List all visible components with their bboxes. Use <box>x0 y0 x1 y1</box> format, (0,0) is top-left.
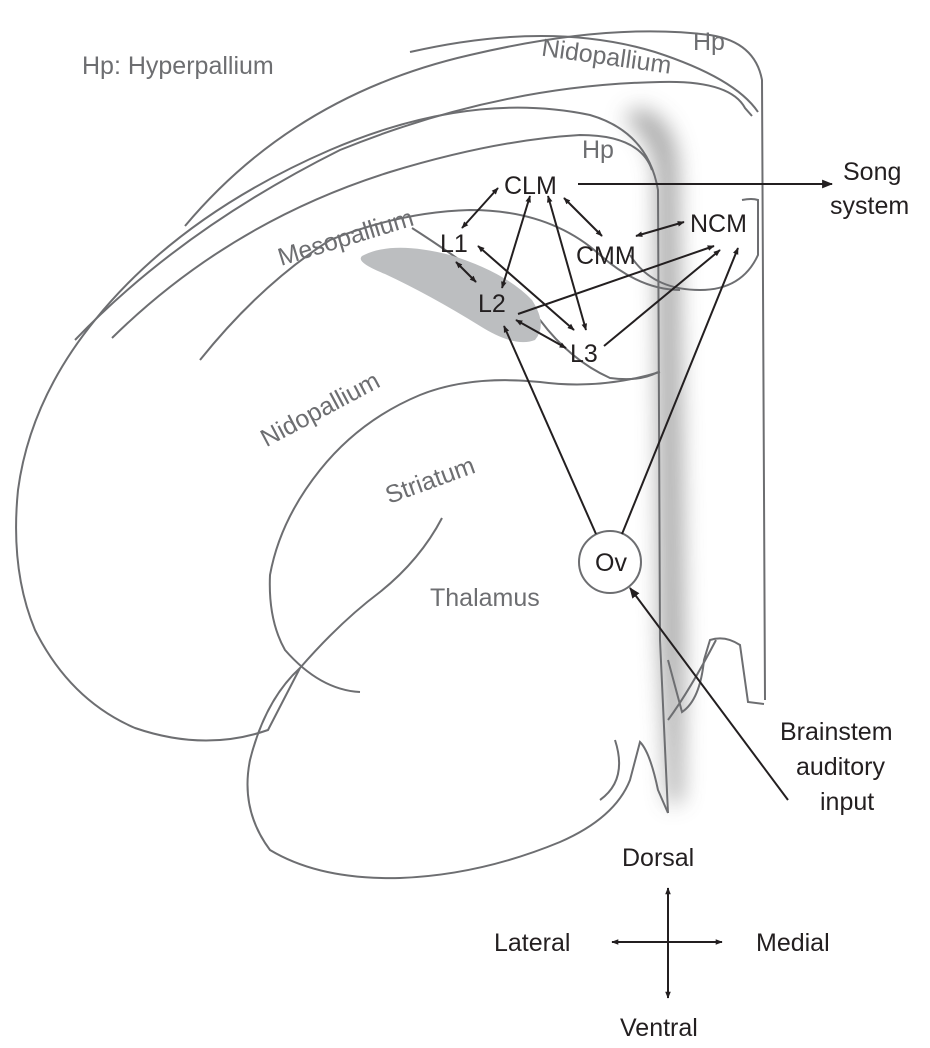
song-system-label-line1: Song <box>843 158 901 186</box>
brain-section-outlines <box>16 31 765 878</box>
ncm-label: NCM <box>690 210 747 238</box>
hp-definition-label: Hp: Hyperpallium <box>82 52 274 80</box>
brainstem-input-label-line1: Brainstem <box>780 718 893 746</box>
l2-label: L2 <box>478 290 506 318</box>
field-l2-region <box>361 248 541 342</box>
thalamus-medial-fold <box>600 740 619 800</box>
thalamus-outline <box>248 668 669 878</box>
striatum-inner-arc <box>300 518 442 668</box>
song-system-label-line2: system <box>830 192 909 220</box>
brainstem-input-label-line2: auditory <box>796 753 885 781</box>
arrow-clm-cmm <box>564 198 602 236</box>
connections <box>456 184 832 800</box>
orientation-compass <box>612 888 722 998</box>
thalamus-label: Thalamus <box>430 584 540 612</box>
cmm-label: CMM <box>576 242 636 270</box>
medial-label: Medial <box>756 929 830 957</box>
nidopallium-label: Nidopallium <box>256 367 384 453</box>
clm-label: CLM <box>504 172 557 200</box>
ov-label: Ov <box>595 549 627 577</box>
l3-label: L3 <box>570 340 598 368</box>
brainstem-input-label-line3: input <box>820 788 874 816</box>
arrow-clm-l1 <box>462 188 498 228</box>
l1-label: L1 <box>440 230 468 258</box>
striatum-label: Striatum <box>382 452 479 510</box>
ventral-label: Ventral <box>620 1014 698 1042</box>
outer-hemisphere-outline <box>16 108 668 813</box>
lateral-label: Lateral <box>494 929 570 957</box>
hp-top-label: Hp <box>693 28 725 56</box>
hp-inner-label: Hp <box>582 136 614 164</box>
arrow-clm-l2 <box>502 196 530 288</box>
dorsal-label: Dorsal <box>622 844 694 872</box>
